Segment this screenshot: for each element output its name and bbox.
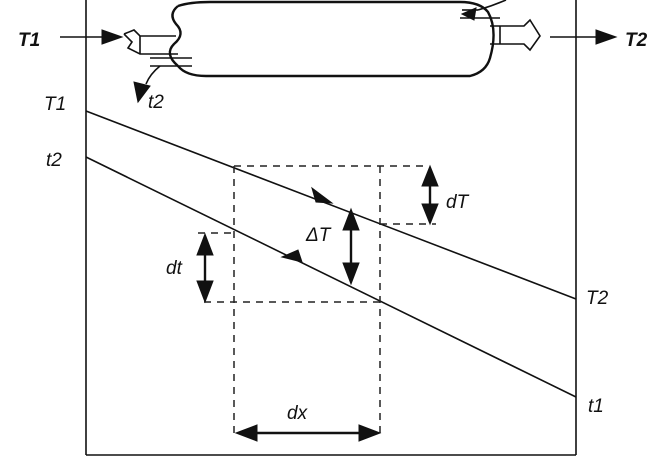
cold-flow-direction-icon [280, 249, 303, 263]
dT-label: dT [446, 192, 470, 213]
t1-line-label: t1 [588, 396, 604, 417]
dx-arrow [234, 424, 382, 442]
delta-T-label: ΔT [305, 225, 332, 246]
dT-arrow [421, 164, 439, 226]
dt-label: dt [166, 258, 183, 279]
cold-outlet-arrow [133, 81, 151, 104]
hot-outlet-arrow [550, 29, 618, 45]
hot-outlet-label: T2 [625, 30, 648, 51]
hot-inlet-label: T1 [18, 30, 40, 51]
T1-line-label: T1 [44, 94, 66, 115]
dt-arrow [196, 232, 214, 304]
cold-outlet-label: t2 [148, 92, 164, 113]
hot-flow-direction-icon [311, 186, 334, 204]
t2-line-label: t2 [46, 150, 62, 171]
delta-T-arrow [342, 207, 360, 286]
frame [85, 0, 577, 456]
construction-lines [198, 165, 436, 437]
T2-line-label: T2 [586, 288, 609, 309]
cold-fluid-line [85, 156, 577, 398]
dx-label: dx [287, 403, 309, 424]
hot-inlet-arrow [60, 29, 124, 45]
heat-exchanger-tube [123, 0, 541, 85]
hot-fluid-line [85, 110, 577, 300]
